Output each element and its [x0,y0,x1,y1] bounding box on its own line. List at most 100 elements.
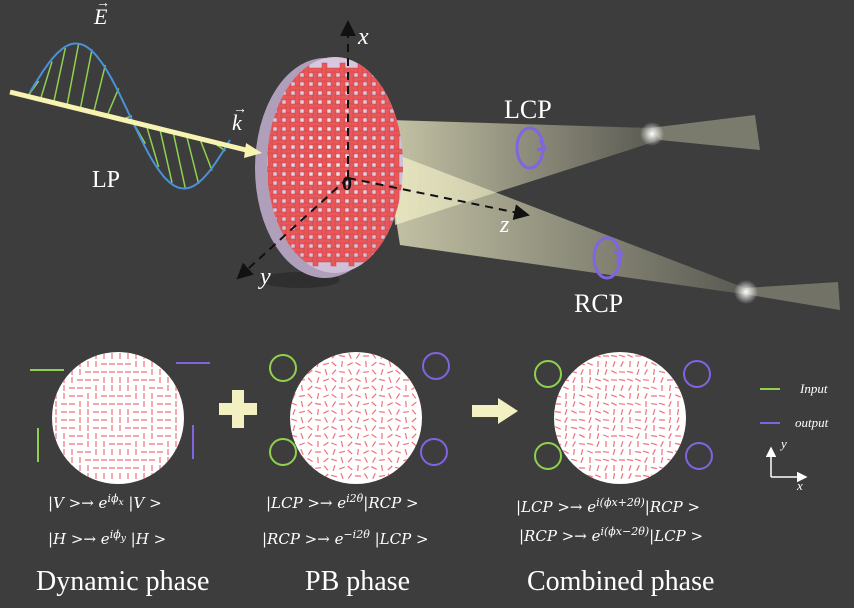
unit-cell-dash [380,464,384,472]
e-field-hatch [185,135,200,185]
unit-cell-dash [298,442,306,446]
unit-cell-dash [580,456,584,464]
unit-cell-dash [402,426,410,430]
unit-cell-dash [395,353,401,359]
unit-cell-dash [642,386,650,390]
unit-cell-dash [404,416,408,424]
unit-cell-dash [578,394,586,398]
unit-cell-dash [620,361,624,367]
unit-cell-dash [338,354,346,358]
unit-cell-dash [307,457,313,463]
unit-cell-dash [388,409,392,415]
unit-cell-dash [628,385,632,391]
unit-cell-dash [340,424,344,432]
unit-cell-dash [612,360,616,368]
unit-cell-dash [668,416,672,424]
unit-cell-dash [563,450,569,454]
unit-cell-dash [354,442,362,446]
unit-cell-dash [300,416,304,424]
unit-cell-dash [628,473,632,479]
unit-cell-dash [564,464,568,472]
unit-cell-dash [323,465,329,471]
unit-cell-dash [658,363,666,365]
unit-cell-dash [666,450,674,454]
unit-cell-dash [395,393,401,399]
metasurface-disk [255,57,403,288]
unit-cell-dash [356,432,360,440]
nanopillar [379,85,395,92]
unit-cell-dash [587,362,593,366]
unit-cell-dash [411,409,417,415]
unit-cell-dash [634,402,642,406]
unit-cell-dash [386,370,394,374]
unit-cell-dash [348,353,352,359]
pb-phase-caption: PB phase [305,566,410,597]
unit-cell-dash [323,425,329,431]
unit-cell-dash [300,449,304,455]
nanopillar [393,98,400,114]
unit-cell-dash [395,369,401,375]
lcp-circle-icon [515,126,548,170]
nanopillar [388,76,403,83]
unit-cell-dash [362,371,370,373]
unit-cell-dash [316,376,320,384]
unit-cell-dash [580,369,584,375]
unit-cell-dash [650,402,658,406]
unit-cell-dash [564,400,568,408]
unit-cell-dash [395,418,401,422]
unit-cell-dash [604,368,608,376]
unit-cell-dash [371,433,377,439]
unit-cell-dash [668,392,672,400]
dynamic-eq-h: |H >→ eiϕy |H > [48,528,167,548]
unit-cell-dash [396,472,400,480]
unit-cell-dash [626,370,634,374]
unit-cell-dash [564,440,568,448]
unit-cell-dash [650,434,658,438]
unit-cell-dash [323,457,329,463]
unit-cell-dash [291,386,297,390]
k-vector-text: k [232,110,242,135]
unit-cell-dash [314,370,322,374]
unit-cell-dash [396,440,400,448]
unit-cell-dash [642,450,650,454]
dynamic-eq-v: |V >→ eiϕx |V > [48,492,162,512]
focused-beams [385,115,840,310]
unit-cell-dash [652,408,656,416]
unit-cell-dash [332,417,336,423]
unit-cell-dash [347,465,353,471]
unit-cell-dash [355,378,361,382]
unit-cell-dash [411,457,417,463]
plus-icon [219,390,257,428]
unit-cell-dash [322,394,330,398]
unit-cell-dash [555,426,561,430]
unit-cell-dash [364,376,368,384]
unit-cell-dash [380,384,384,392]
unit-cell-dash [618,354,626,358]
unit-cell-dash [676,360,680,368]
nanopillar [393,170,400,186]
unit-cell-dash [371,393,377,399]
unit-cell-dash [331,393,337,399]
unit-cell-dash [564,432,568,440]
unit-cell-dash [650,474,658,478]
unit-cell-dash [627,354,633,358]
input-lcp-icon [534,360,562,388]
unit-cell-dash [411,354,417,358]
unit-cell-dash [586,474,594,478]
unit-cell-dash [626,434,634,438]
unit-cell-dash [292,408,296,416]
unit-cell-dash [371,353,377,359]
unit-cell-dash [395,361,401,367]
unit-cell-dash [571,410,577,414]
nanopillar [316,256,332,263]
unit-cell-dash [387,433,393,439]
unit-cell-dash [300,432,304,440]
unit-cell-dash [596,400,600,408]
unit-cell-dash [316,392,320,400]
unit-cell-dash [674,378,682,382]
unit-cell-dash [332,433,336,439]
unit-cell-dash [307,361,313,367]
rcp-circle-icon [592,236,625,280]
nanopillar [267,242,274,258]
unit-cell-dash [372,457,376,463]
